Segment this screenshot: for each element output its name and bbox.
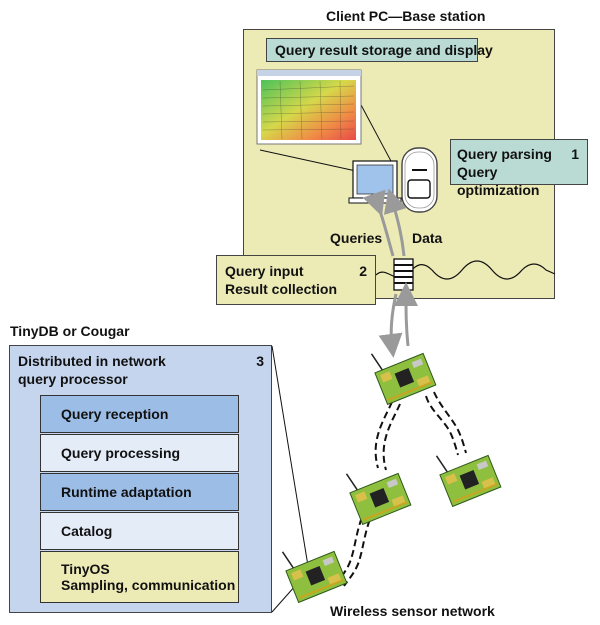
layer-catalog: Catalog (40, 512, 239, 550)
processor-title: TinyDB or Cougar (10, 323, 130, 339)
sensor-node-bottom (281, 550, 348, 604)
step-number-2: 2 (359, 263, 367, 279)
queries-label: Queries (330, 230, 383, 246)
pc-monitor-icon (348, 160, 402, 204)
pc-tower-icon (401, 147, 438, 213)
base-station-title: Client PC—Base station (326, 8, 486, 24)
queries-data-arrows-bottom (378, 282, 419, 358)
sensor-node-middle (345, 472, 412, 526)
layer-tinyos: TinyOS Sampling, communication (40, 551, 239, 603)
processor-heading-line2: query processor (18, 371, 128, 387)
processor-heading-line1: Distributed in network (18, 353, 166, 369)
query-input-box: Query input 2 Result collection (216, 255, 376, 305)
result-collection-label: Result collection (225, 281, 338, 297)
query-processor-heading: Distributed in network 3 query processor (18, 352, 264, 388)
step-number-3: 3 (256, 353, 264, 369)
gateway-icon (393, 258, 414, 291)
wireless-network-label: Wireless sensor network (330, 603, 495, 619)
result-display-screenshot (256, 69, 362, 145)
query-input-label: Query input (225, 263, 304, 279)
step-number-1: 1 (571, 146, 579, 162)
query-parsing-label: Query parsing (457, 146, 552, 162)
query-optimization-label: Query optimization (457, 164, 540, 198)
sensor-node-top (370, 352, 437, 406)
query-parsing-box: Query parsing 1 Query optimization (450, 139, 588, 198)
layer-query-processing: Query processing (40, 434, 239, 472)
layer-query-reception: Query reception (40, 395, 239, 433)
queries-data-arrows-top (362, 188, 407, 257)
data-label: Data (412, 230, 443, 246)
storage-display-label: Query result storage and display (275, 42, 493, 58)
layer-runtime-adaptation: Runtime adaptation (40, 473, 239, 511)
storage-display-box: Query result storage and display (266, 38, 493, 62)
processor-callout-lines (271, 345, 309, 613)
sensor-node-right (435, 454, 502, 508)
wireless-links (335, 391, 467, 587)
